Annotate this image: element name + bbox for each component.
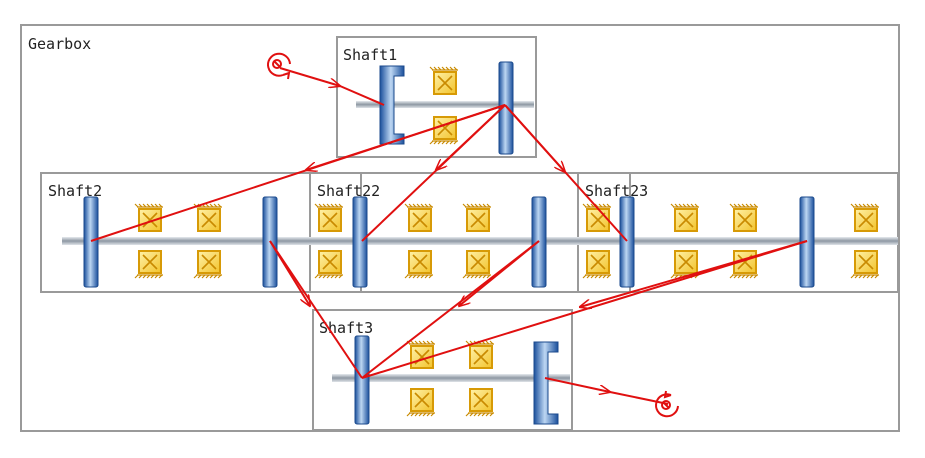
bearing-icon	[193, 203, 222, 232]
gear-shaft22-a	[352, 196, 368, 288]
shaft3-frame[interactable]	[312, 309, 573, 431]
bearings	[134, 66, 879, 417]
power-output-icon	[655, 390, 679, 418]
gearbox-frame	[20, 24, 900, 432]
bearing-icon	[404, 203, 433, 232]
bearing-icon	[670, 203, 699, 232]
gears	[83, 61, 815, 425]
bearing-icon	[850, 203, 879, 232]
bearing-icon	[729, 250, 758, 279]
gear-shaft23-a	[619, 196, 635, 288]
bearing-icon	[462, 250, 491, 279]
shaft23-label: Shaft23	[585, 182, 649, 200]
bearing-icon	[582, 250, 611, 279]
gear-shaft2-a	[83, 196, 99, 288]
coupling-shaft3	[533, 341, 559, 425]
bearing-icon	[314, 250, 343, 279]
shaft22-label: Shaft22	[317, 182, 381, 200]
shaft23-frame[interactable]	[577, 172, 899, 293]
bearing-icon	[465, 388, 494, 417]
bearing-icon	[406, 388, 435, 417]
bearing-icon	[404, 250, 433, 279]
bearing-icon	[429, 66, 458, 95]
bearing-icon	[134, 203, 163, 232]
bearing-icon	[465, 340, 494, 369]
shaft1-label: Shaft1	[343, 46, 398, 64]
power-flow	[90, 67, 808, 405]
shaft1-bar	[356, 101, 534, 108]
bearing-icon	[670, 250, 699, 279]
shaft2-bar	[62, 237, 898, 245]
gear-shaft3-left	[354, 335, 370, 425]
bearing-icon	[850, 250, 879, 279]
bearing-icon	[134, 250, 163, 279]
shaft2-label: Shaft2	[48, 182, 103, 200]
bearing-icon	[406, 340, 435, 369]
shaft1-frame[interactable]	[336, 36, 537, 158]
gearbox-label: Gearbox	[28, 35, 92, 53]
shaft3-bar	[332, 374, 570, 382]
bearing-icon	[314, 203, 343, 232]
bearing-icon	[462, 203, 491, 232]
bearing-icon	[193, 250, 222, 279]
bearing-icon	[729, 203, 758, 232]
power-input-icon	[267, 52, 291, 80]
